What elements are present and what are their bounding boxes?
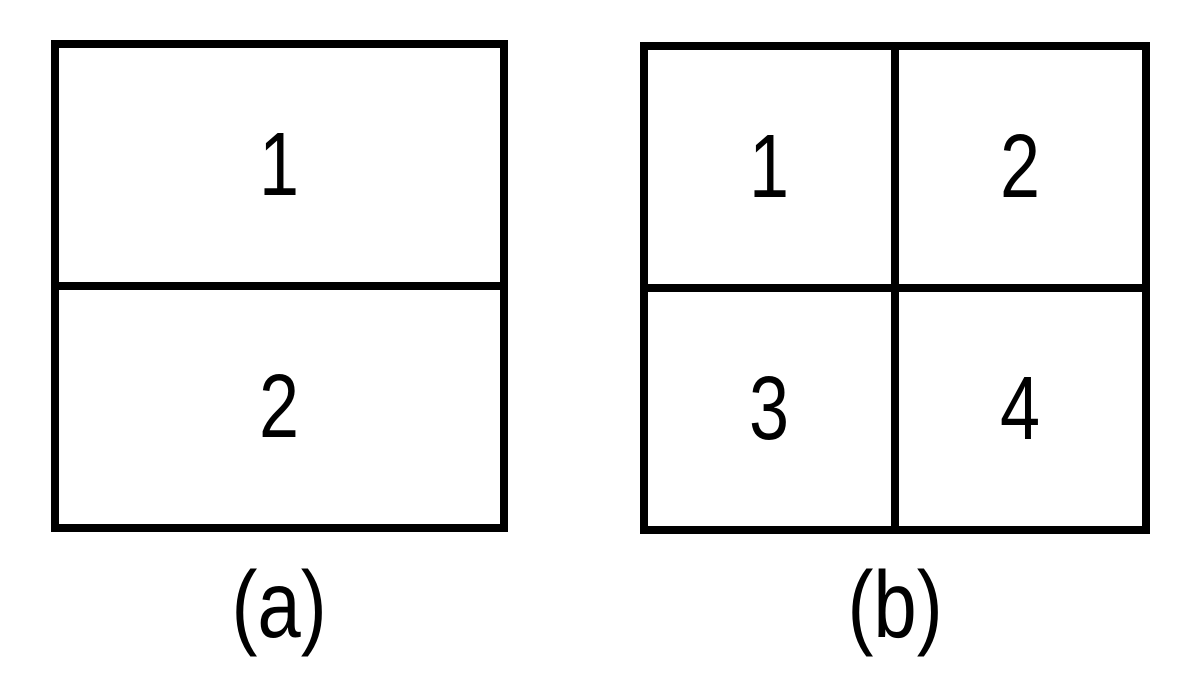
panel-b-cell-3: 3 xyxy=(648,292,891,526)
cell-label: 1 xyxy=(259,115,300,215)
panel-a-cell-1: 1 xyxy=(59,48,500,282)
cell-label: 1 xyxy=(749,117,790,217)
panel-a: 1 2 xyxy=(51,40,508,532)
panel-b-caption-text: (b) xyxy=(847,552,943,658)
cell-label: 2 xyxy=(1000,117,1041,217)
panel-b-caption: (b) xyxy=(640,558,1150,658)
panel-b-cell-2: 2 xyxy=(899,50,1142,284)
panel-b-cell-4: 4 xyxy=(899,292,1142,526)
cell-label: 4 xyxy=(1000,359,1041,459)
cell-label: 2 xyxy=(259,357,300,457)
panel-b-cell-1: 1 xyxy=(648,50,891,284)
panel-a-caption-text: (a) xyxy=(231,552,328,658)
panel-b: 1 2 3 4 xyxy=(640,42,1150,534)
cell-label: 3 xyxy=(749,359,790,459)
panel-a-cell-2: 2 xyxy=(59,290,500,524)
panel-a-caption: (a) xyxy=(51,558,508,658)
